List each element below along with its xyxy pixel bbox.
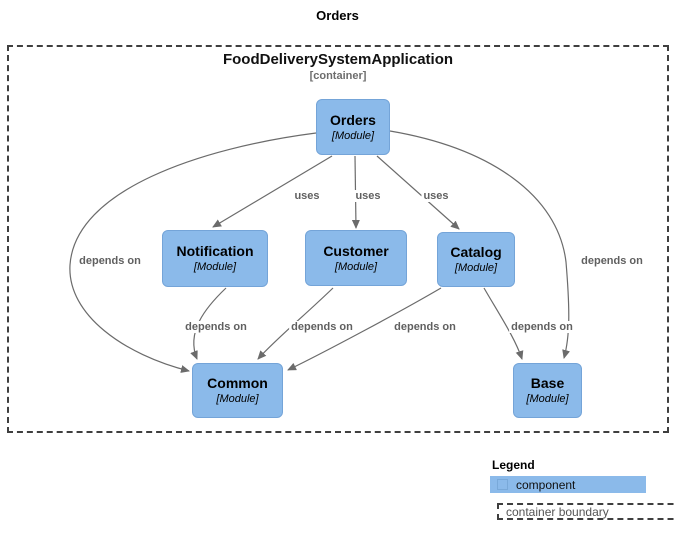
edge-label-depends-on: depends on xyxy=(579,255,645,267)
node-meta: [Module] xyxy=(216,393,259,405)
node-meta: [Module] xyxy=(193,261,237,273)
node-meta: [Module] xyxy=(526,393,569,405)
edge-notification-common xyxy=(190,287,227,360)
node-label: Catalog xyxy=(450,244,502,260)
boundary-title: FoodDeliverySystemApplication xyxy=(222,51,454,68)
edge-label-depends-on: depends on xyxy=(289,321,355,333)
node-label: Orders xyxy=(330,111,376,128)
page-title: Orders xyxy=(316,8,359,23)
edge-label-uses: uses xyxy=(292,190,322,202)
edge-catalog-base xyxy=(483,287,524,360)
legend-title: Legend xyxy=(492,458,535,472)
edge-orders-common xyxy=(69,132,317,373)
node-orders[interactable]: Orders [Module] xyxy=(316,99,390,155)
node-label: Base xyxy=(530,375,565,391)
edge-orders-catalog xyxy=(376,155,460,230)
node-meta: [Module] xyxy=(331,129,375,142)
node-meta: [Module] xyxy=(454,262,498,274)
edge-label-depends-on: depends on xyxy=(509,321,575,333)
edge-label-uses: uses xyxy=(353,190,383,202)
edge-orders-notification xyxy=(212,155,333,228)
edge-label-depends-on: depends on xyxy=(77,255,143,267)
node-base[interactable]: Base [Module] xyxy=(513,363,582,418)
legend-item-label: container boundary xyxy=(506,504,609,519)
component-swatch-icon xyxy=(497,479,508,490)
edge-label-depends-on: depends on xyxy=(392,321,458,333)
node-common[interactable]: Common [Module] xyxy=(192,363,283,418)
node-notification[interactable]: Notification [Module] xyxy=(162,230,268,287)
legend-item-component: component xyxy=(490,476,646,493)
node-label: Customer xyxy=(323,242,389,259)
node-label: Notification xyxy=(176,243,254,259)
node-label: Common xyxy=(207,375,268,391)
edge-label-uses: uses xyxy=(421,190,451,202)
legend: Legend component container boundary xyxy=(490,458,675,520)
edge-catalog-common xyxy=(287,287,442,371)
container-boundary: FoodDeliverySystemApplication [container… xyxy=(7,45,669,433)
legend-item-container-boundary: container boundary xyxy=(497,503,675,520)
node-customer[interactable]: Customer [Module] xyxy=(305,230,407,286)
edge-label-depends-on: depends on xyxy=(183,321,249,333)
node-catalog[interactable]: Catalog [Module] xyxy=(437,232,515,287)
legend-item-label: component xyxy=(516,477,576,492)
boundary-subtitle: [container] xyxy=(309,70,367,82)
node-meta: [Module] xyxy=(334,260,378,273)
